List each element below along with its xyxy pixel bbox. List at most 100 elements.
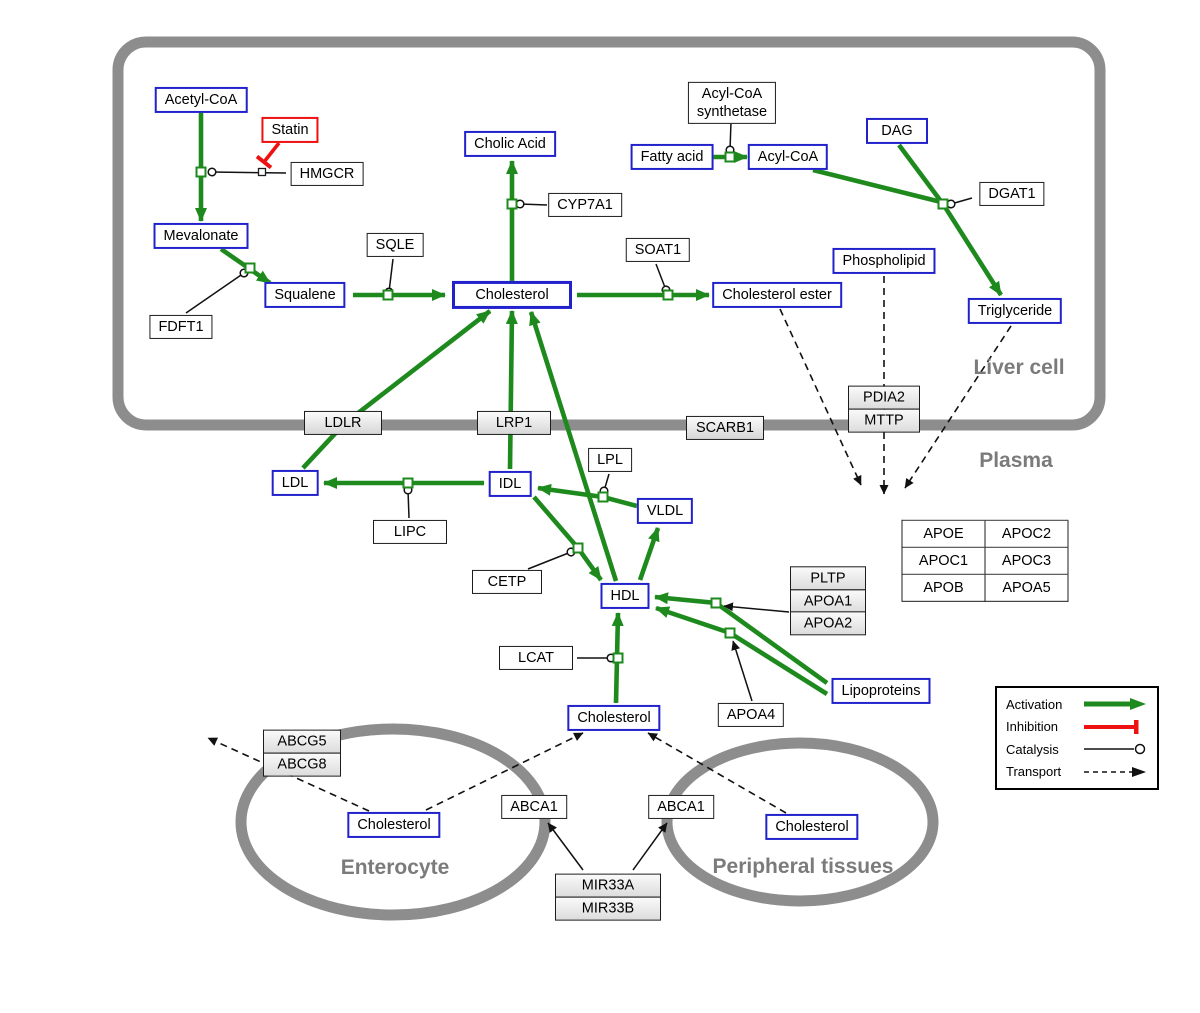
- lipc[interactable]: LIPC: [373, 519, 447, 545]
- liver-cell-membrane: [112, 36, 1106, 431]
- vldl[interactable]: VLDL: [636, 497, 694, 525]
- cholic-acid[interactable]: Cholic Acid: [464, 130, 556, 158]
- pltp-apoa1-apoa2-row-0[interactable]: PLTP: [790, 566, 866, 591]
- abca1-enterocyte[interactable]: ABCA1: [501, 794, 567, 820]
- reaction-node[interactable]: [662, 289, 674, 301]
- cyp7a1[interactable]: CYP7A1: [548, 192, 622, 218]
- idl[interactable]: IDL: [488, 470, 532, 498]
- cholesterol-liver[interactable]: Cholesterol: [452, 280, 572, 310]
- peripheral-tissues-label: Peripheral tissues: [712, 855, 894, 878]
- reaction-node[interactable]: [382, 289, 394, 301]
- acyl-coa-synthetase-catalysis: [725, 121, 735, 155]
- apo-table-cell-0[interactable]: APOE: [902, 520, 986, 548]
- legend: Activation Inhibition Catalysis Transpor…: [995, 686, 1159, 790]
- statin[interactable]: Statin: [261, 116, 319, 144]
- apo-table-cell-4[interactable]: APOB: [902, 575, 986, 603]
- peripheral-tissues-membrane: [661, 737, 939, 907]
- idl-to-cholesterol: [505, 310, 518, 470]
- mir33a-mir33b-row-0[interactable]: MIR33A: [555, 873, 661, 898]
- phospholipid[interactable]: Phospholipid: [832, 247, 936, 275]
- inhibition-tee-icon: [1084, 719, 1139, 734]
- lpl-catalysis: [599, 473, 610, 496]
- apo-table-cell-2[interactable]: APOC1: [902, 547, 986, 576]
- abca1-peripheral[interactable]: ABCA1: [648, 794, 714, 820]
- cholesterol-peripheral[interactable]: Cholesterol: [765, 813, 859, 841]
- sqle-catalysis: [384, 258, 394, 297]
- reaction-node[interactable]: [572, 542, 584, 554]
- lrp1[interactable]: LRP1: [477, 410, 551, 436]
- pdia2-mttp-row-0[interactable]: PDIA2: [848, 385, 920, 410]
- mevalonate[interactable]: Mevalonate: [153, 222, 249, 250]
- cholesterol-plasma[interactable]: Cholesterol: [567, 704, 661, 732]
- reaction-node[interactable]: [724, 151, 736, 163]
- hmgcr[interactable]: HMGCR: [290, 161, 364, 187]
- reaction-node[interactable]: [195, 166, 207, 178]
- cetp-catalysis: [527, 547, 576, 570]
- dgat1[interactable]: DGAT1: [979, 181, 1045, 207]
- apoa4[interactable]: APOA4: [717, 702, 785, 728]
- legend-row-activation: Activation: [1006, 696, 1148, 712]
- abcg5-abcg8-row-0[interactable]: ABCG5: [263, 729, 341, 754]
- acetyl-coa[interactable]: Acetyl-CoA: [154, 86, 248, 114]
- reaction-node[interactable]: [724, 627, 736, 639]
- plasma-label: Plasma: [979, 449, 1053, 472]
- squalene[interactable]: Squalene: [264, 281, 346, 309]
- enterocyte-label: Enterocyte: [340, 856, 450, 879]
- mir33-to-abca1-right: [632, 822, 668, 871]
- liver-cell-label: Liver cell: [973, 356, 1065, 379]
- ldlr[interactable]: LDLR: [304, 410, 382, 436]
- hmgcr-catalysis: [207, 167, 287, 177]
- enterocyte-membrane: [235, 723, 551, 921]
- reaction-node[interactable]: [612, 652, 624, 664]
- apo-table-cell-3[interactable]: APOC3: [985, 547, 1069, 576]
- legend-catalysis-label: Catalysis: [1006, 741, 1059, 757]
- mir33a-mir33b-row-1[interactable]: MIR33B: [555, 896, 661, 921]
- legend-transport-label: Transport: [1006, 764, 1062, 780]
- cyp7a1-catalysis: [515, 199, 548, 209]
- apo-table-cell-5[interactable]: APOA5: [985, 575, 1069, 603]
- triglyceride[interactable]: Triglyceride: [967, 297, 1063, 325]
- catalysis-circle-icon: [1084, 744, 1146, 755]
- pltp-apoa1-apoa2-row-2[interactable]: APOA2: [790, 611, 866, 636]
- abcg5-abcg8-row-1[interactable]: ABCG8: [263, 752, 341, 777]
- reaction-node[interactable]: [710, 597, 722, 609]
- cholesterol-ester[interactable]: Cholesterol ester: [712, 281, 842, 309]
- ldl[interactable]: LDL: [271, 469, 319, 497]
- reaction-node[interactable]: [597, 491, 609, 503]
- dgat1-catalysis: [946, 197, 973, 209]
- legend-inhibition-label: Inhibition: [1006, 719, 1059, 735]
- hdl-to-vldl: [637, 527, 661, 581]
- enterocyte-cholesterol-to-plasma: [425, 732, 584, 811]
- lipoproteins[interactable]: Lipoproteins: [831, 677, 931, 705]
- reaction-node[interactable]: [244, 262, 256, 274]
- cholesterol-enterocyte[interactable]: Cholesterol: [347, 811, 441, 839]
- pdia2-mttp-row-1[interactable]: MTTP: [848, 408, 920, 433]
- cetp[interactable]: CETP: [472, 569, 542, 595]
- fatty-acid[interactable]: Fatty acid: [630, 143, 714, 171]
- hdl[interactable]: HDL: [600, 582, 650, 610]
- reaction-node[interactable]: [937, 198, 949, 210]
- legend-row-inhibition: Inhibition: [1006, 719, 1148, 735]
- sqle[interactable]: SQLE: [366, 232, 424, 258]
- soat1-catalysis: [655, 263, 671, 295]
- soat1[interactable]: SOAT1: [625, 237, 691, 263]
- dag[interactable]: DAG: [866, 117, 928, 145]
- apo-table-cell-1[interactable]: APOC2: [985, 520, 1069, 548]
- acyl-coa-synthetase[interactable]: Acyl-CoA synthetase: [687, 81, 777, 125]
- lcat[interactable]: LCAT: [499, 645, 573, 671]
- reaction-node[interactable]: [402, 477, 414, 489]
- lpl[interactable]: LPL: [588, 447, 632, 473]
- activation-arrow-icon: [1084, 698, 1146, 711]
- mir33-to-abca1-left: [547, 822, 584, 871]
- reaction-node[interactable]: [506, 198, 518, 210]
- scarb1[interactable]: SCARB1: [686, 415, 764, 441]
- dgat1-node-to-triglyceride: [943, 205, 1003, 297]
- fdft1[interactable]: FDFT1: [149, 314, 213, 340]
- acyl-coa[interactable]: Acyl-CoA: [747, 143, 829, 171]
- pltp-apoa1-apoa2-row-1[interactable]: APOA1: [790, 588, 866, 614]
